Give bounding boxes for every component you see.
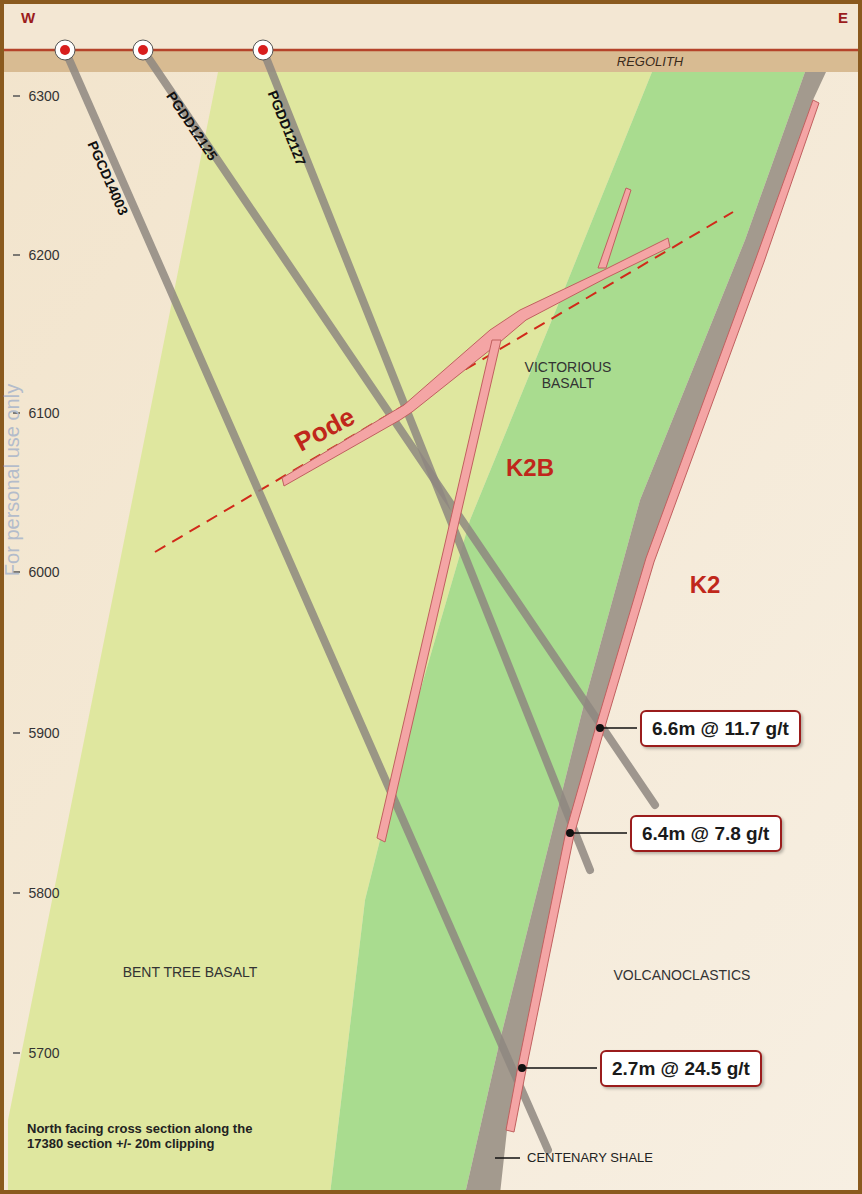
drill-hole-name: PGDD12127 [265, 88, 310, 168]
k2-vein [506, 100, 819, 1132]
unit-name: CENTENARY SHALE [527, 1151, 653, 1166]
drill-hole [143, 50, 655, 805]
elevation-label: 6200 [28, 247, 59, 263]
unit-name: VOLCANOCLASTICS [614, 967, 751, 983]
lode-name: K2 [690, 571, 721, 599]
drill-hole-name: PGDD12125 [163, 89, 221, 164]
section-note: North facing cross section along the 173… [27, 1122, 262, 1152]
drill-hole [65, 50, 548, 1150]
assay-callout: 2.7m @ 24.5 g/t [600, 1050, 762, 1087]
assay-callout: 6.4m @ 7.8 g/t [630, 815, 782, 852]
compass-letter: E [838, 9, 848, 26]
assay-text: 6.4m @ 7.8 g/t [642, 823, 769, 844]
lode-name: Pode [290, 402, 360, 458]
unit-name: BENT TREE BASALT [123, 964, 258, 980]
leader-lines [495, 728, 637, 1158]
elevation-label: 5800 [28, 885, 59, 901]
collars [55, 40, 273, 60]
elevation-label: 5700 [28, 1045, 59, 1061]
elevation-label: 5900 [28, 725, 59, 741]
unit-name: REGOLITH [617, 55, 683, 70]
lode-name: K2B [506, 454, 554, 482]
assay-text: 2.7m @ 24.5 g/t [612, 1058, 750, 1079]
pode-branch [598, 188, 631, 268]
elevation-label: 6300 [28, 88, 59, 104]
surface-line [0, 49, 862, 52]
drill-hole-name: PGCD14003 [85, 138, 132, 217]
assay-text: 6.6m @ 11.7 g/t [652, 718, 789, 739]
elevation-label: 6100 [28, 405, 59, 421]
unit-name: VICTORIOUS BASALT [513, 359, 623, 391]
assay-callout: 6.6m @ 11.7 g/t [640, 710, 801, 747]
watermark: For personal use only [1, 384, 24, 576]
drill-holes [65, 50, 655, 1150]
compass-letter: W [21, 9, 35, 26]
elevation-label: 6000 [28, 564, 59, 580]
k2b-vein [377, 340, 501, 842]
veins [282, 100, 819, 1132]
regolith-band [0, 50, 862, 72]
centenary-shale [465, 72, 826, 1194]
victorious-basalt [330, 72, 805, 1194]
sky-strip [0, 0, 862, 50]
intercept-dots [518, 724, 604, 1072]
